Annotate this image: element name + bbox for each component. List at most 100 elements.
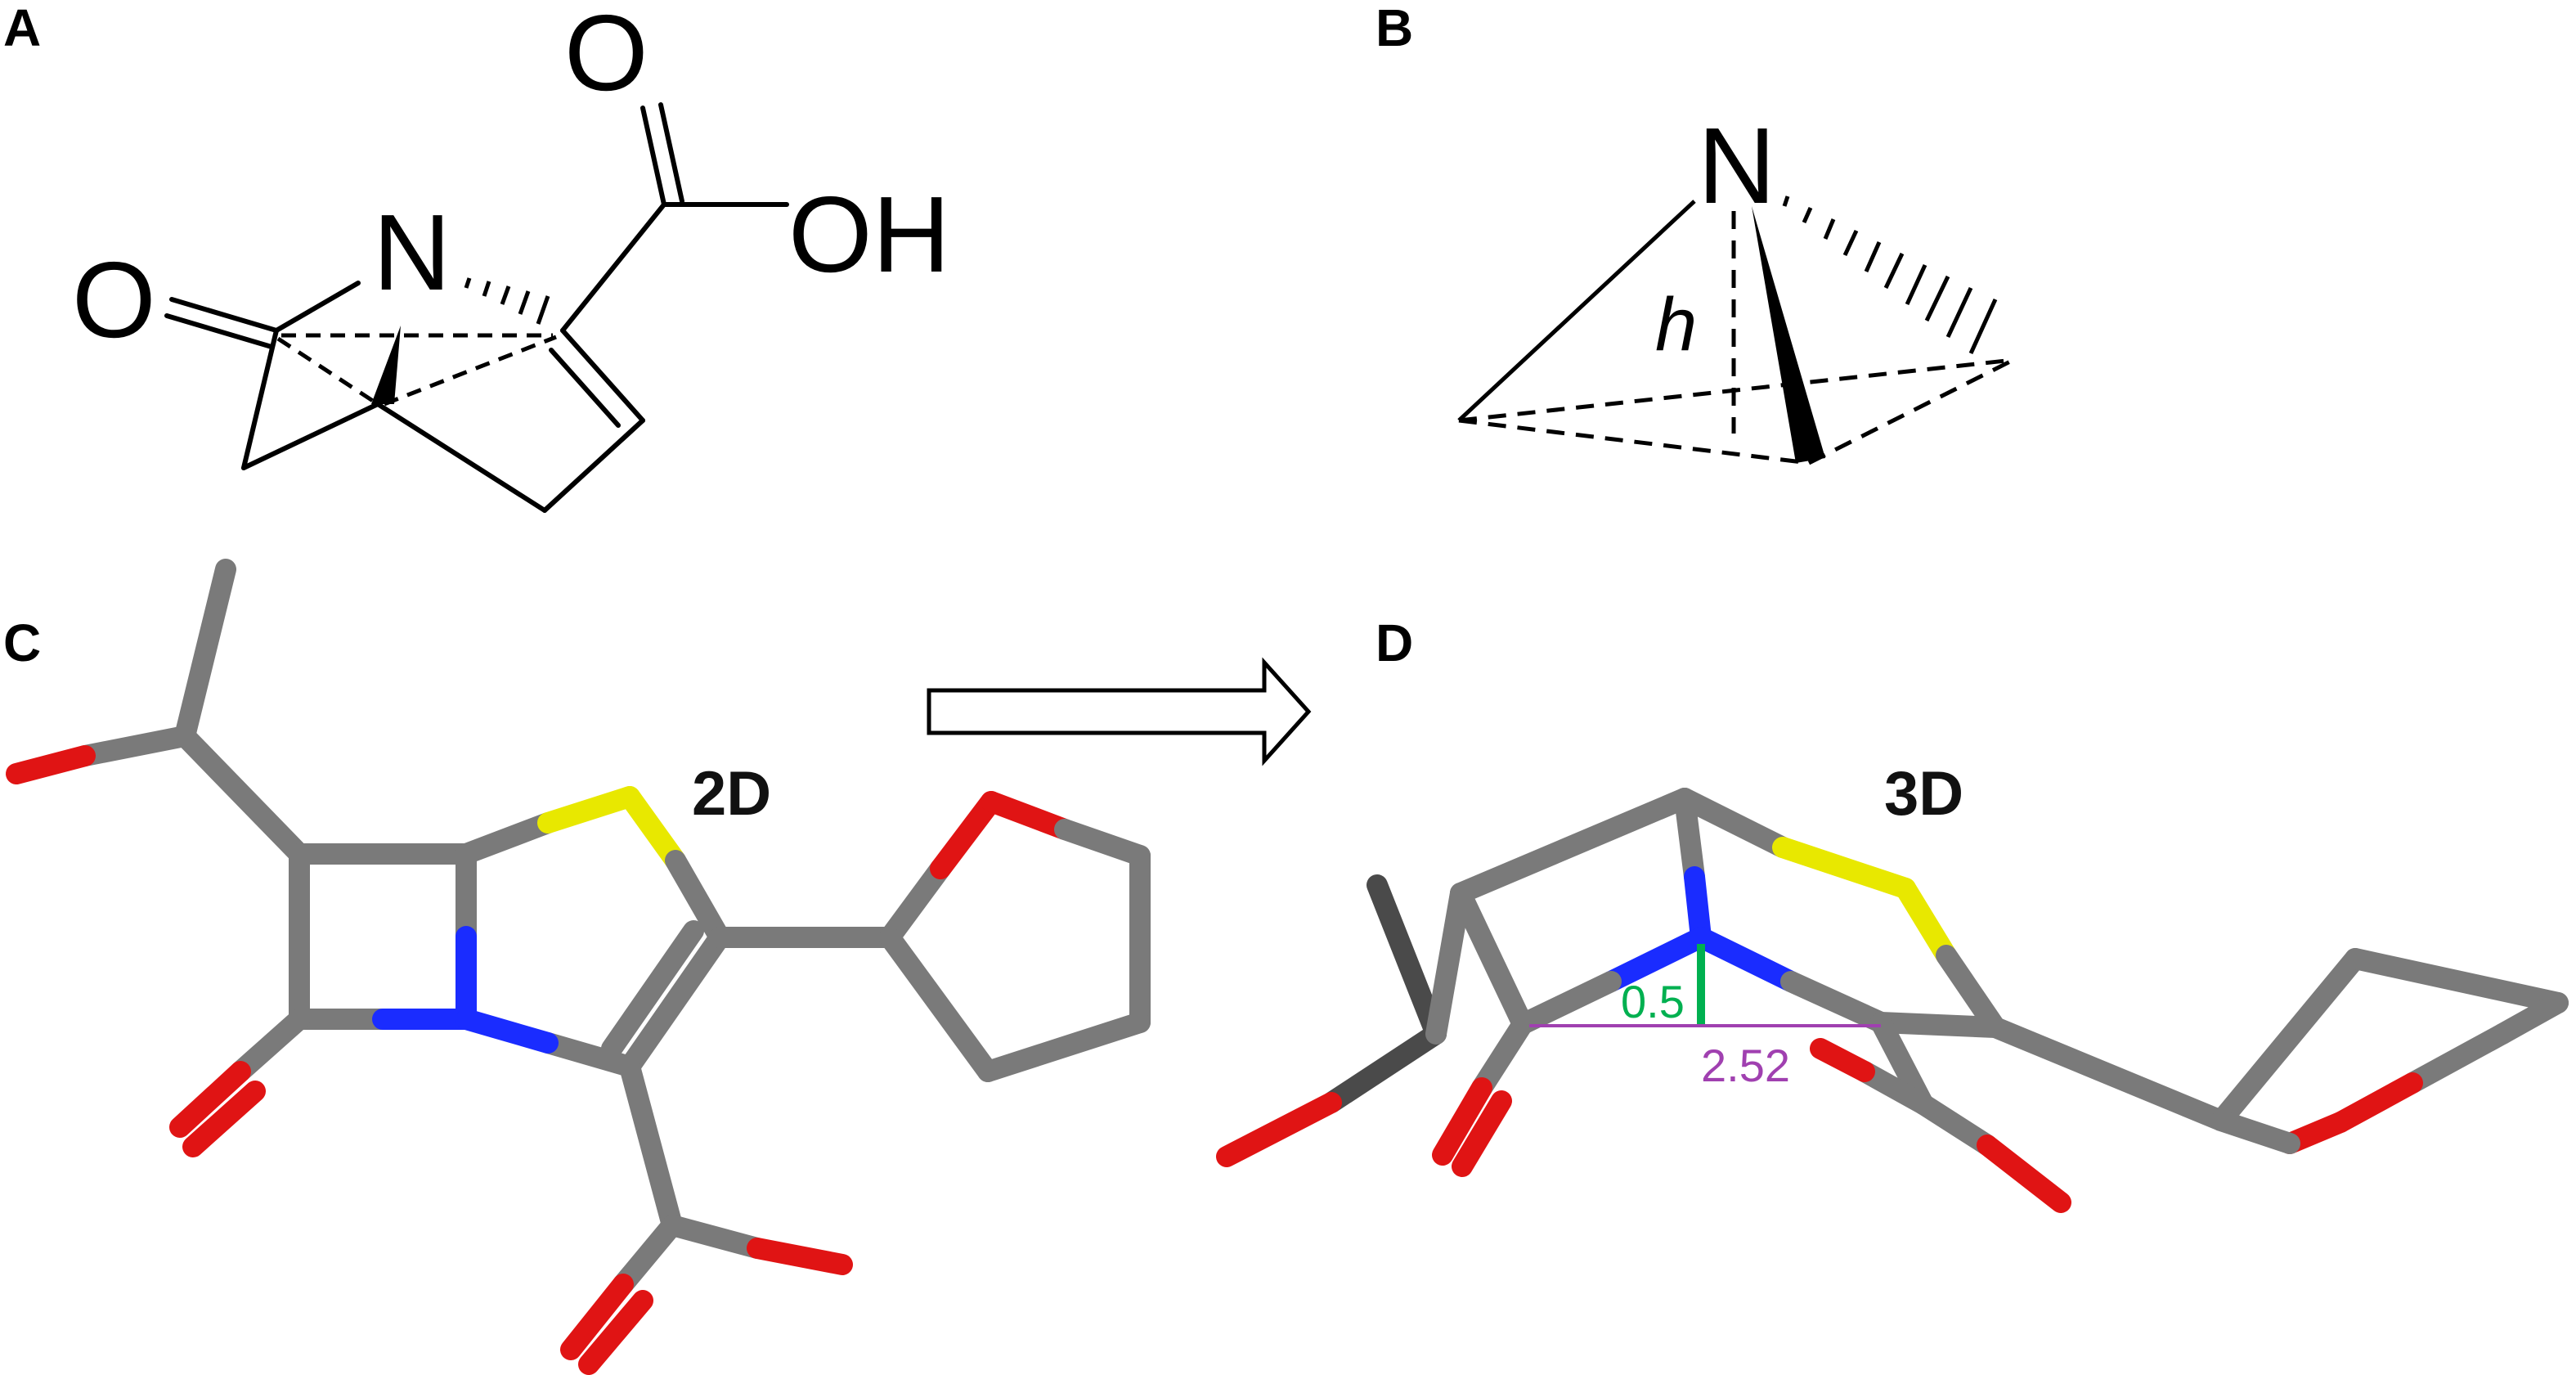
measurements-d: 0.5 2.52	[1529, 944, 1881, 1091]
stick-d-carboxyl-front-c	[1913, 1094, 1998, 1156]
panel-d: D	[1216, 613, 2569, 1213]
stick-d-n-right	[1690, 927, 1802, 992]
pyramid-apex-n: N	[1698, 106, 1775, 226]
hash-b-1	[1782, 195, 1790, 207]
panel-label-d: D	[1376, 613, 1413, 672]
stick-d-carboxyl-back-c	[1854, 1061, 1934, 1115]
hash-b-7	[1905, 263, 1928, 306]
hash-b-9	[1945, 286, 1973, 339]
hash-bond-a	[464, 277, 550, 325]
stick-c-carboxyl-c2	[613, 1215, 683, 1295]
stick-c-carbonyl-2	[169, 1061, 251, 1138]
wedge-bond-a	[371, 326, 401, 404]
panel-b: B N h	[1376, 0, 2015, 465]
stick-d-cc-1	[1870, 1012, 2006, 1038]
stick-c-ring5-dbl-2	[601, 920, 704, 1059]
bond-cc-double-2	[549, 348, 621, 428]
stick-model-d	[1216, 788, 2569, 1213]
edge-base-back	[1458, 357, 2014, 423]
stick-c-ring5-s1	[537, 786, 640, 834]
hash-a-4	[518, 290, 531, 315]
atom-n: N	[373, 192, 451, 312]
stick-d-thf-a	[2210, 948, 2366, 1131]
stick-d-n-right-c	[1780, 971, 1892, 1033]
stick-d-side-o	[1216, 1092, 1342, 1167]
stick-d-sulfur-1	[1772, 837, 1916, 899]
stick-d-carbonyl-o1	[1432, 1077, 1492, 1166]
stick-d-ring-c	[1450, 883, 1533, 1035]
stick-c-ring5-s2	[619, 786, 686, 871]
stick-d-thf-o1	[2330, 1072, 2423, 1133]
stick-d-thf-b	[2345, 948, 2569, 1013]
stick-c-carbonyl-3	[182, 1081, 266, 1157]
bond-cc-double-1	[560, 328, 645, 423]
bond-c-carboxyl	[560, 202, 666, 333]
stick-d-methyl	[1367, 874, 1447, 1045]
panel-label-c: C	[3, 613, 41, 672]
hash-b-5	[1864, 240, 1882, 273]
stick-c-carboxyl-o2	[560, 1274, 634, 1360]
stick-d-s-c	[1936, 945, 2006, 1038]
pyramid-hash	[1782, 195, 1998, 355]
transform-arrow	[927, 657, 1312, 766]
panel-c: C	[3, 559, 1151, 1375]
panel-label-a: A	[3, 0, 41, 57]
pyramid-edges	[1457, 200, 1696, 422]
stick-d-carboxyl-back-o	[1810, 1038, 1875, 1082]
dash-bond-3	[384, 335, 557, 407]
stick-d-side-o-c	[1321, 1023, 1447, 1113]
stick-d-ring-a	[1425, 883, 1471, 1045]
stick-c-thf-oc	[1054, 819, 1151, 866]
hash-b-8	[1924, 275, 1950, 322]
stick-d-carbonyl-c	[1471, 1013, 1533, 1099]
bond-ring-right	[542, 418, 645, 513]
bond-bridge-right	[375, 402, 547, 513]
stick-c-ring5-sc	[665, 850, 730, 948]
stick-d-sulfur-2	[1895, 878, 1957, 966]
distance-value: 2.52	[1701, 1040, 1790, 1091]
stick-c-carboxyl-o3	[578, 1290, 653, 1375]
bond-ring-base	[241, 402, 380, 470]
stick-c-thf-left	[879, 927, 999, 1082]
hash-b-6	[1883, 252, 1905, 290]
stick-d-thf-oc	[2210, 1110, 2300, 1154]
stick-c-side-o	[6, 745, 96, 784]
bond-acid-o-double-1	[640, 106, 666, 207]
stick-c-carboxyl	[619, 1056, 683, 1236]
stick-c-thf-o2	[981, 791, 1075, 840]
hash-b-2	[1802, 206, 1813, 224]
stick-c-carboxyl-c1	[662, 1215, 768, 1259]
stick-d-c-n-top	[1674, 788, 1705, 887]
stick-c-ring5-cn-c	[537, 1032, 640, 1077]
stick-c-thf-co	[879, 858, 951, 948]
label-2d: 2D	[692, 759, 771, 829]
stick-d-ring-b	[1450, 788, 1695, 904]
label-3d: 3D	[1884, 759, 1963, 829]
stick-c-ring5-cs	[456, 812, 559, 865]
stick-d-carbonyl-o2	[1452, 1090, 1512, 1177]
stick-c-thf-o1	[930, 791, 1002, 879]
hash-a-3	[500, 285, 511, 305]
hash-a-2	[482, 281, 491, 297]
bond-co-double-2	[164, 313, 274, 349]
stick-c-side-ring	[174, 726, 310, 865]
bond-c-ring-down	[241, 328, 279, 470]
stick-d-n-left-c	[1512, 971, 1622, 1035]
hash-a-5	[536, 295, 550, 325]
edge-base-front	[1458, 418, 1810, 465]
edge-base-right	[1807, 357, 2015, 465]
atom-o-carbonyl: O	[72, 240, 156, 360]
structure-a-dashed	[276, 333, 557, 407]
group-oh: OH	[788, 174, 950, 294]
panel-label-b: B	[1376, 0, 1413, 57]
stick-d-n-left	[1600, 927, 1712, 992]
bond-acid-o-double-2	[658, 102, 684, 204]
stick-model-c	[6, 559, 1151, 1375]
pyramid-wedge	[1752, 206, 1825, 463]
hash-b-10	[1968, 298, 1998, 355]
stick-c-thf-bottom	[977, 1012, 1151, 1082]
hash-b-3	[1823, 218, 1836, 240]
bond-co-double-1	[169, 297, 279, 333]
stick-d-ring-d	[1674, 788, 1793, 858]
